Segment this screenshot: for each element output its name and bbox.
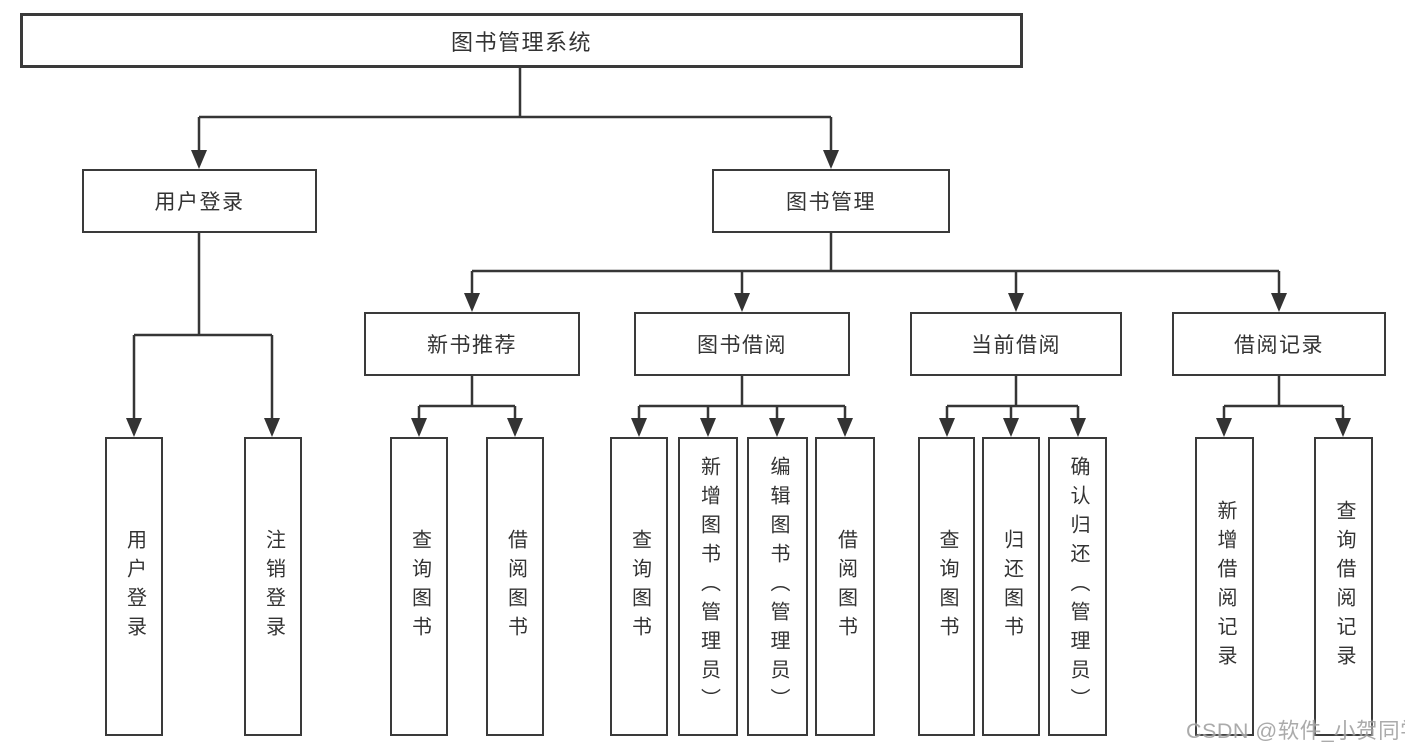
node-user-login-label: 用户登录 — [154, 191, 245, 214]
leaf-add-book-admin-label: 新增图书（管理员） — [697, 456, 720, 717]
connector-root-to-level2 — [191, 68, 839, 169]
leaf-logout: 注销登录 — [244, 437, 302, 736]
leaf-confirm-return-admin: 确认归还（管理员） — [1048, 437, 1107, 736]
leaf-query-book-recommend: 查询图书 — [390, 437, 448, 736]
leaf-borrow-book-recommend: 借阅图书 — [486, 437, 544, 736]
leaf-add-book-admin: 新增图书（管理员） — [678, 437, 738, 736]
leaf-edit-book-admin-label: 编辑图书（管理员） — [767, 456, 789, 717]
leaf-add-borrow-record: 新增借阅记录 — [1195, 437, 1254, 736]
connector-new-book-rec-to-leaves — [411, 376, 523, 437]
node-borrow-records-label: 借阅记录 — [1234, 334, 1324, 357]
node-book-borrow: 图书借阅 — [634, 312, 850, 376]
csdn-watermark: CSDN @软件_小贺同学 — [1186, 719, 1405, 743]
leaf-query-book-borrow-label: 查询图书 — [628, 528, 651, 645]
leaf-query-borrow-record: 查询借阅记录 — [1314, 437, 1373, 736]
node-borrow-records: 借阅记录 — [1172, 312, 1386, 376]
leaf-user-login: 用户登录 — [105, 437, 163, 736]
leaf-user-login-label: 用户登录 — [123, 528, 146, 645]
node-new-book-recommend: 新书推荐 — [364, 312, 580, 376]
leaf-query-book-current-label: 查询图书 — [936, 528, 958, 645]
node-user-login: 用户登录 — [82, 169, 317, 233]
connector-user-login-to-leaves — [126, 233, 280, 437]
leaf-borrow-book-label: 借阅图书 — [834, 528, 857, 645]
leaf-query-book-recommend-label: 查询图书 — [408, 528, 431, 645]
leaf-return-book: 归还图书 — [982, 437, 1040, 736]
connector-book-mgmt-to-level3 — [464, 233, 1287, 312]
leaf-borrow-book-recommend-label: 借阅图书 — [504, 528, 527, 645]
leaf-return-book-label: 归还图书 — [1000, 528, 1023, 645]
node-root: 图书管理系统 — [20, 13, 1023, 68]
leaf-borrow-book: 借阅图书 — [815, 437, 875, 736]
leaf-query-book-borrow: 查询图书 — [610, 437, 668, 736]
node-current-borrow: 当前借阅 — [910, 312, 1122, 376]
connector-borrow-record-to-leaves — [1216, 376, 1351, 437]
connector-book-borrow-to-leaves — [631, 376, 853, 437]
node-book-borrow-label: 图书借阅 — [697, 334, 787, 357]
leaf-query-borrow-record-label: 查询借阅记录 — [1333, 499, 1355, 674]
leaf-edit-book-admin: 编辑图书（管理员） — [747, 437, 808, 736]
leaf-query-book-current: 查询图书 — [918, 437, 975, 736]
node-book-management-label: 图书管理 — [786, 191, 876, 214]
node-new-book-recommend-label: 新书推荐 — [427, 334, 517, 357]
leaf-confirm-return-admin-label: 确认归还（管理员） — [1067, 456, 1089, 717]
leaf-add-borrow-record-label: 新增借阅记录 — [1214, 499, 1236, 674]
leaf-logout-label: 注销登录 — [262, 528, 285, 645]
connector-current-borrow-to-leaves — [939, 376, 1086, 437]
node-root-label: 图书管理系统 — [450, 29, 592, 55]
node-book-management: 图书管理 — [712, 169, 950, 233]
node-current-borrow-label: 当前借阅 — [971, 334, 1061, 357]
